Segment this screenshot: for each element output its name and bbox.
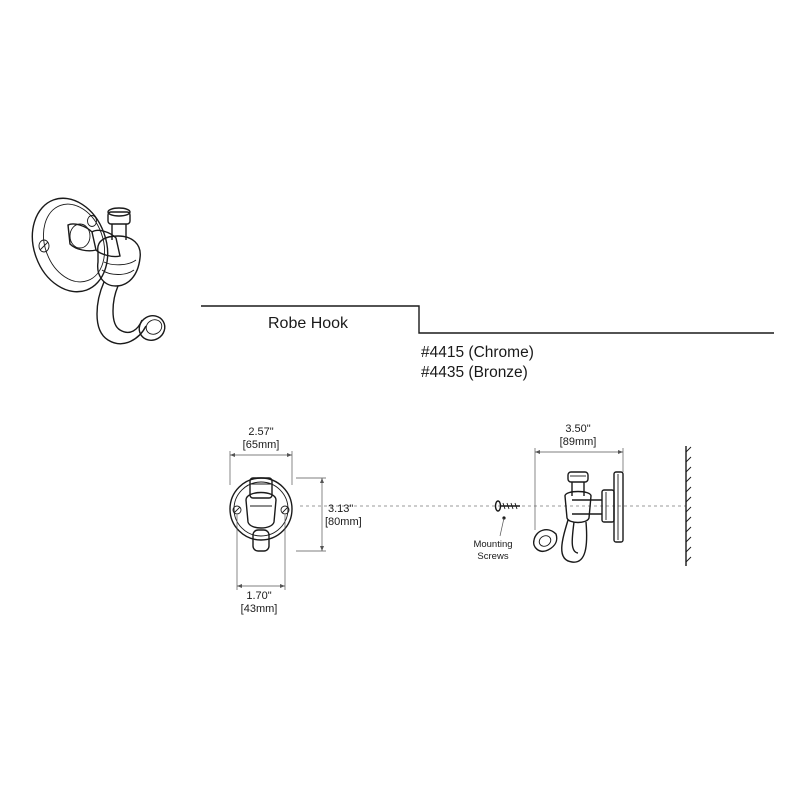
svg-text:[43mm]: [43mm] (241, 603, 278, 615)
side-view-drawing (533, 446, 692, 566)
height-dimension: 3.13" [80mm] (296, 477, 362, 552)
svg-text:[80mm]: [80mm] (325, 516, 362, 528)
mounting-screws-label-line2: Screws (477, 551, 508, 562)
product-name: Robe Hook (268, 315, 349, 332)
width-dimension: 2.57" [65mm] (229, 426, 293, 485)
front-view-drawing (229, 477, 293, 552)
svg-text:[65mm]: [65mm] (243, 439, 280, 451)
svg-text:3.50": 3.50" (565, 423, 590, 435)
svg-text:[89mm]: [89mm] (560, 436, 597, 448)
title-divider-line (201, 305, 774, 334)
projection-dimension: 3.50" [89mm] (534, 423, 624, 530)
mounting-screw-drawing (494, 500, 520, 537)
mounting-screws-label-line1: Mounting (473, 539, 512, 550)
svg-text:2.57": 2.57" (248, 426, 273, 438)
model-number-chrome: #4415 (Chrome) (421, 344, 534, 361)
svg-text:1.70": 1.70" (246, 590, 271, 602)
screw-spacing-dimension: 1.70" [43mm] (236, 515, 286, 615)
robe-hook-illustration (31, 197, 166, 345)
svg-text:3.13": 3.13" (328, 503, 353, 515)
model-number-bronze: #4435 (Bronze) (421, 364, 528, 381)
